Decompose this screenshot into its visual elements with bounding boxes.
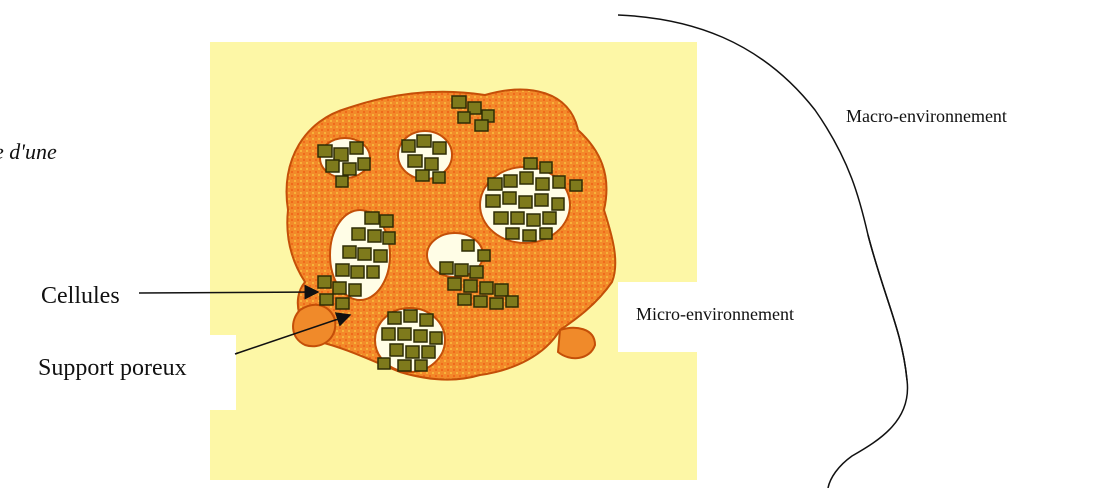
curve-overlay xyxy=(0,0,1093,488)
